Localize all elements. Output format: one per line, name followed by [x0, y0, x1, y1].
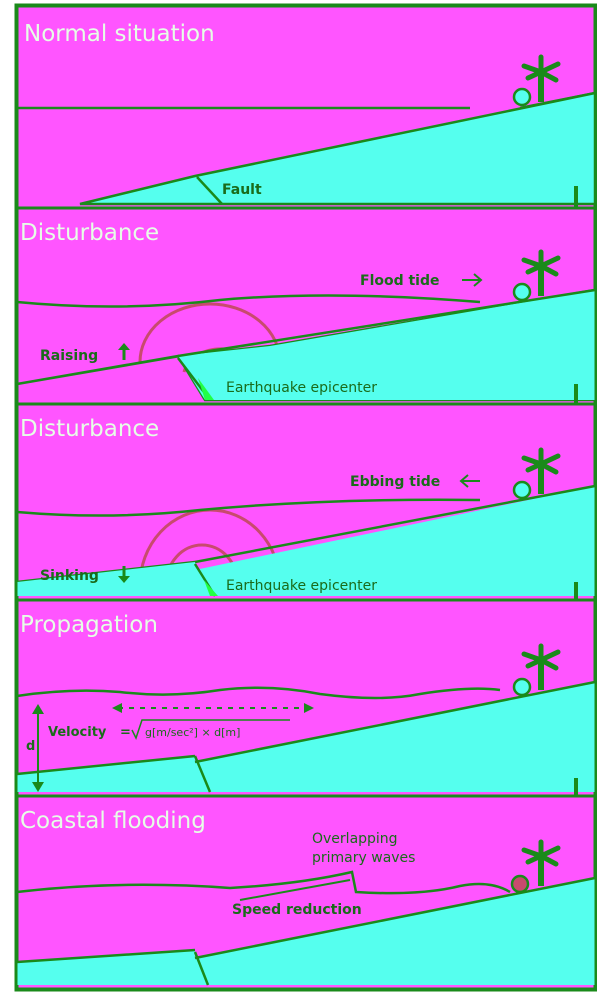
epicenter-label: Earthquake epicenter [226, 578, 377, 594]
panel-propagation: Propagation d Velocity = g[m/sec²] × d[m… [17, 600, 595, 816]
panel-normal-situation: Normal situation Fault [17, 6, 595, 226]
panel-disturbance-raising: Disturbance Flood tide Raising Earthquak… [17, 208, 595, 422]
panel-title: Normal situation [24, 21, 215, 47]
formula-text: g[m/sec²] × d[m] [145, 726, 240, 739]
overlapping-label-line2: primary waves [312, 850, 415, 866]
bush-icon [514, 482, 530, 498]
bush-icon [514, 679, 530, 695]
ebbing-tide-label: Ebbing tide [350, 474, 440, 490]
panel-title: Disturbance [20, 416, 159, 442]
raising-label: Raising [40, 348, 98, 364]
panel-title: Disturbance [20, 220, 159, 246]
bush-icon [514, 89, 530, 105]
overlapping-label-line1: Overlapping [312, 831, 398, 847]
equals-sign: = [120, 725, 131, 740]
panel-title: Propagation [20, 612, 158, 638]
bush-icon [514, 284, 530, 300]
fault-label: Fault [222, 182, 262, 198]
velocity-label: Velocity [48, 725, 107, 740]
depth-label: d [26, 739, 35, 754]
speed-reduction-label: Speed reduction [232, 902, 362, 918]
epicenter-label: Earthquake epicenter [226, 380, 377, 396]
panel-coastal-flooding: Coastal flooding Overlapping primary wav… [17, 796, 595, 989]
bush-icon [512, 876, 528, 892]
sinking-label: Sinking [40, 568, 99, 584]
panel-title: Coastal flooding [20, 808, 206, 834]
flood-tide-label: Flood tide [360, 273, 440, 289]
panel-disturbance-sinking: Disturbance Ebbing tide Sinking Earthqua… [17, 404, 595, 620]
